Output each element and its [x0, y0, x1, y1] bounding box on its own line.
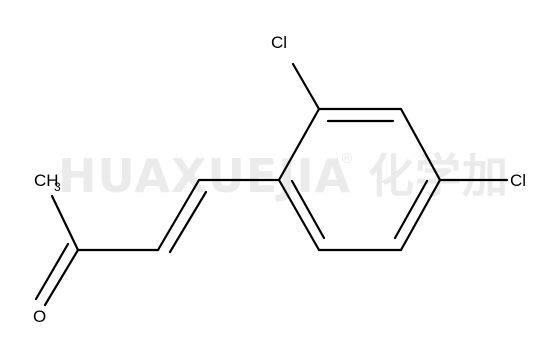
ring-bond-c3-c4	[399, 107, 442, 182]
watermark: HUAXUEJIA ® 化学加	[58, 149, 508, 203]
bond-carbonyl-oxygen-a	[43, 248, 80, 307]
methyl-label: CH	[34, 171, 59, 190]
oxygen-label: O	[33, 307, 46, 326]
bonds	[34, 62, 509, 307]
bond-carbonyl-oxygen-b	[34, 242, 70, 301]
ring-bond-c1-c2	[277, 107, 321, 182]
bond-carbonyl-methyl	[50, 194, 80, 252]
bond-vinyl-double-inner	[168, 190, 208, 254]
bond-vinyl-double-outer	[156, 178, 201, 252]
ring-bond-c4-c5	[399, 178, 442, 252]
ring-bond-c6-c1	[277, 178, 321, 252]
methyl-subscript: 3	[54, 180, 61, 194]
atom-labels: Cl Cl CH 3 O	[33, 33, 526, 326]
ring-inner-bond-c4-c5	[393, 179, 429, 240]
chlorine-top-label: Cl	[271, 33, 287, 52]
bond-c2-cl	[291, 62, 321, 111]
ring-inner-bond-c6-c1	[290, 179, 326, 240]
chlorine-right-label: Cl	[510, 171, 526, 190]
methyl-text: CH	[34, 171, 59, 190]
watermark-registered: ®	[340, 151, 354, 167]
